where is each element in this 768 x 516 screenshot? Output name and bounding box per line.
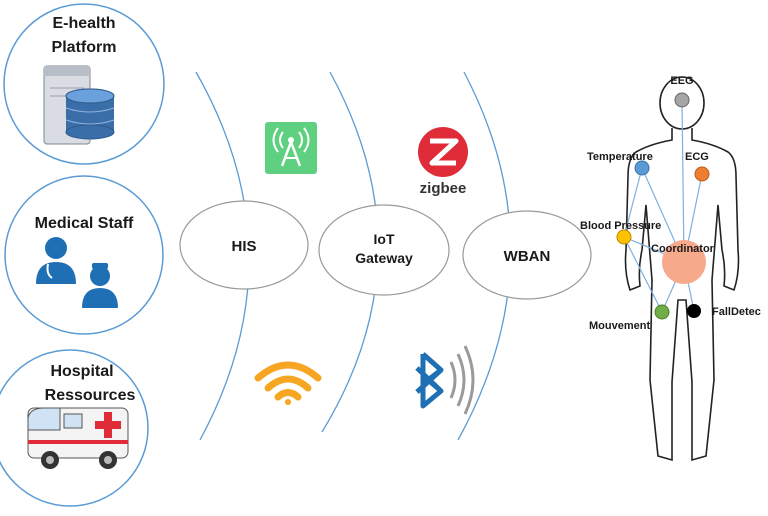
coordinator-label: Coordinator: [651, 243, 715, 255]
his-label: HIS: [231, 238, 256, 255]
gateway-label-line1: IoT: [374, 231, 395, 247]
nurse-icon: [82, 263, 118, 308]
ehealth-label-line1: E-health: [52, 15, 115, 32]
sensor-links: [623, 99, 703, 313]
blood-pressure-label: Blood Pressure: [580, 220, 661, 232]
fall-detection-sensor: [687, 304, 701, 318]
temperature-sensor: [634, 160, 650, 176]
zigbee-label: zigbee: [420, 180, 467, 197]
doctor-icon: [36, 237, 76, 284]
eeg-sensor: [674, 92, 690, 108]
wifi-icon: [254, 361, 322, 405]
iot-gateway-layer: IoT Gateway: [318, 204, 450, 296]
hospital-resources-node: Hospital Ressources: [0, 349, 149, 507]
wban-label: WBAN: [504, 248, 551, 265]
gateway-label-line2: Gateway: [355, 250, 413, 266]
cellular-tower-icon: [265, 122, 317, 174]
blood-pressure-sensor: [616, 229, 632, 245]
wban-layer: WBAN: [462, 210, 592, 300]
movement-sensor: [654, 304, 670, 320]
temperature-label: Temperature: [587, 151, 653, 163]
bluetooth-icon: [415, 345, 475, 415]
medical-staff-label: Medical Staff: [35, 215, 134, 232]
ehealth-label-line2: Platform: [52, 39, 117, 56]
hospital-label-line1: Hospital: [50, 363, 113, 380]
fall-detection-label: FallDetec: [712, 306, 761, 318]
ambulance-icon: [27, 407, 129, 469]
eeg-label: EEG: [670, 75, 693, 87]
movement-label: Mouvement: [589, 320, 650, 332]
ecg-sensor: [694, 166, 710, 182]
ecg-label: ECG: [685, 151, 709, 163]
medical-staff-node: Medical Staff: [4, 175, 164, 335]
zigbee-icon: zigbee: [418, 127, 468, 197]
ehealth-platform-node: E-health Platform: [3, 3, 165, 165]
his-layer: HIS: [179, 200, 309, 290]
coordinator-node: [662, 240, 706, 284]
server-database-icon: [43, 65, 115, 145]
hospital-label-line2: Ressources: [45, 387, 136, 404]
